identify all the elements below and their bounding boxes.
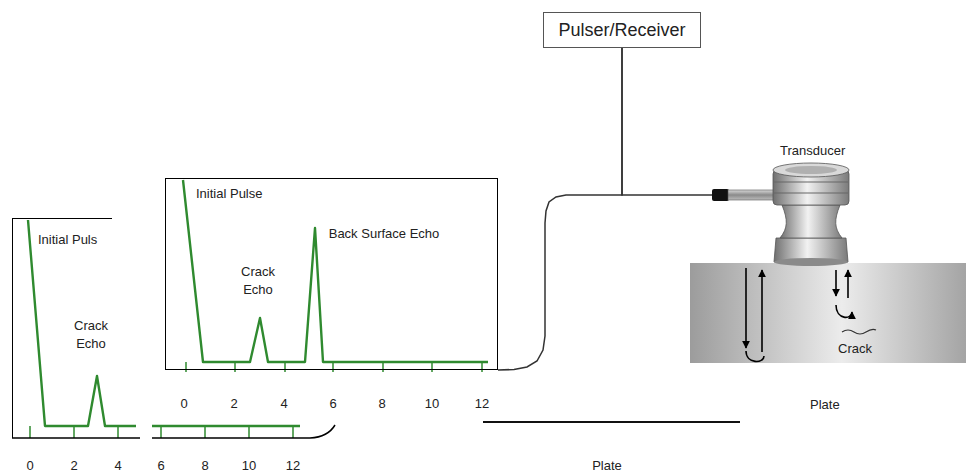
axis-number: 10 <box>242 458 256 474</box>
axis-number: 12 <box>286 458 300 474</box>
axis-ticks <box>30 426 293 438</box>
signal-trace <box>152 425 300 427</box>
axis-number: 4 <box>114 458 121 474</box>
cable <box>622 48 712 195</box>
oscilloscope-screen: Initial PulsCrack Echo <box>12 218 112 438</box>
part-label: Plate <box>592 458 622 474</box>
signal-label: Crack Echo <box>228 263 288 299</box>
plate: CrackPlate <box>690 263 966 363</box>
signal-trace <box>28 220 136 426</box>
crack-line <box>842 329 876 334</box>
axis-number: 0 <box>180 396 187 412</box>
axis-number: 2 <box>230 396 237 412</box>
axis-number: 0 <box>26 458 33 474</box>
oscilloscope-screen: Initial PulseCrack Echo Back Surface Echo <box>165 178 498 370</box>
cable <box>498 48 622 370</box>
plate-edge <box>483 421 740 423</box>
sound-path-arrows <box>746 268 852 361</box>
plate-body <box>690 263 966 363</box>
signal-trace <box>183 180 488 362</box>
axis-number: 2 <box>70 458 77 474</box>
signal-label: Crack Echo <box>68 317 114 353</box>
transducer: Transducer <box>712 140 852 265</box>
axis-number: 10 <box>425 396 439 412</box>
signal-label: Initial Pulse <box>196 185 262 203</box>
axis-ticks <box>186 362 482 372</box>
device-box: Pulser/Receiver <box>543 12 700 48</box>
signal-label: Back Surface Echo <box>326 225 442 243</box>
part-label: Transducer <box>780 142 845 160</box>
scope-frame <box>12 425 335 438</box>
signal-label: Initial Puls <box>38 231 97 249</box>
part-label: Crack <box>838 340 872 358</box>
axis-number: 12 <box>475 396 489 412</box>
axis-number: 4 <box>280 396 287 412</box>
part-label: Plate <box>810 396 840 414</box>
device-label: Pulser/Receiver <box>558 19 685 41</box>
axis-number: 8 <box>201 458 208 474</box>
axis-number: 8 <box>378 396 385 412</box>
transducer-symbol <box>712 163 849 266</box>
axis-number: 6 <box>157 458 164 474</box>
axis-number: 6 <box>329 396 336 412</box>
